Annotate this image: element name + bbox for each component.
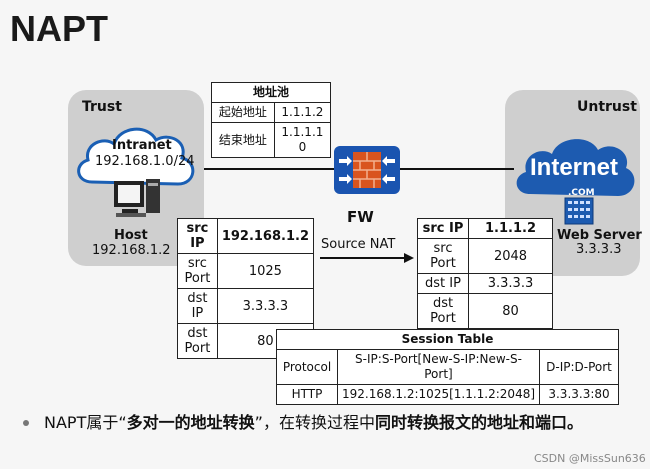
intranet-cloud-icon	[77, 127, 195, 186]
source-nat-label: Source NAT	[321, 237, 396, 252]
host-computer-icon	[114, 179, 160, 217]
session-source: 192.168.1.2:1025[1.1.1.2:2048]	[336, 384, 541, 405]
before-src-port-value: 1025	[216, 253, 315, 289]
after-dst-ip-value: 3.3.3.3	[468, 273, 553, 294]
pool-start-value: 1.1.1.2	[273, 102, 332, 123]
pool-end-value: 1.1.1.1 0	[273, 122, 332, 158]
before-src-port-label: src Port	[177, 253, 218, 289]
arrow-right-icon	[320, 253, 414, 263]
before-src-ip-value: 192.168.1.2	[216, 218, 315, 254]
note-prefix: NAPT属于“	[44, 413, 127, 432]
note-bold-2: 同时转换报文的地址和端口。	[374, 413, 583, 432]
packet-after-table: src IP 1.1.1.2 src Port 2048 dst IP 3.3.…	[417, 218, 553, 329]
before-dst-ip-value: 3.3.3.3	[216, 288, 315, 324]
session-header-source: S-IP:S-Port[New-S-IP:New-S-Port]	[336, 349, 541, 385]
page-title: NAPT	[10, 8, 108, 49]
after-src-port-value: 2048	[468, 238, 553, 274]
note-bold-1: 多对一的地址转换	[126, 413, 255, 432]
intranet-subnet: 192.168.1.0/24	[95, 154, 195, 169]
web-server-icon	[564, 197, 594, 225]
after-src-port-label: src Port	[417, 238, 469, 274]
note-middle: ”，在转换过程中	[254, 413, 375, 432]
trust-label: Trust	[82, 99, 122, 115]
after-src-ip-label: src IP	[417, 218, 469, 239]
session-table-title: Session Table	[276, 329, 619, 350]
session-header-dest: D-IP:D-Port	[539, 349, 619, 385]
after-dst-ip-label: dst IP	[417, 273, 469, 294]
before-dst-ip-label: dst IP	[177, 288, 218, 324]
internet-com-label: .COM	[568, 188, 595, 198]
watermark: CSDN @MissSun636	[534, 452, 646, 465]
pool-start-label: 起始地址	[211, 102, 275, 123]
after-dst-port-value: 80	[468, 293, 553, 329]
web-server-ip: 3.3.3.3	[576, 242, 622, 257]
firewall-icon	[334, 146, 400, 194]
host-ip: 192.168.1.2	[92, 243, 171, 258]
napt-note: NAPT属于“多对一的地址转换”，在转换过程中同时转换报文的地址和端口。	[44, 409, 629, 437]
before-dst-port-label: dst Port	[177, 323, 218, 359]
pool-end-label: 结束地址	[211, 122, 275, 158]
session-table: Session Table Protocol S-IP:S-Port[New-S…	[276, 329, 619, 405]
host-name: Host	[114, 228, 148, 243]
firewall-label: FW	[347, 208, 374, 226]
internet-name: Internet	[530, 154, 619, 181]
session-header-protocol: Protocol	[276, 349, 338, 385]
session-dest: 3.3.3.3:80	[539, 384, 619, 405]
internet-cloud-icon	[516, 139, 635, 196]
untrust-label: Untrust	[577, 99, 637, 115]
address-pool-table: 地址池 起始地址 1.1.1.2 结束地址 1.1.1.1 0	[211, 82, 332, 158]
before-src-ip-label: src IP	[177, 218, 218, 254]
web-server-name: Web Server	[557, 228, 642, 243]
after-dst-port-label: dst Port	[417, 293, 469, 329]
address-pool-header: 地址池	[211, 82, 331, 103]
bullet-dot	[23, 420, 29, 426]
after-src-ip-value: 1.1.1.2	[468, 218, 553, 239]
session-protocol: HTTP	[276, 384, 338, 405]
intranet-name: Intranet	[112, 138, 172, 153]
